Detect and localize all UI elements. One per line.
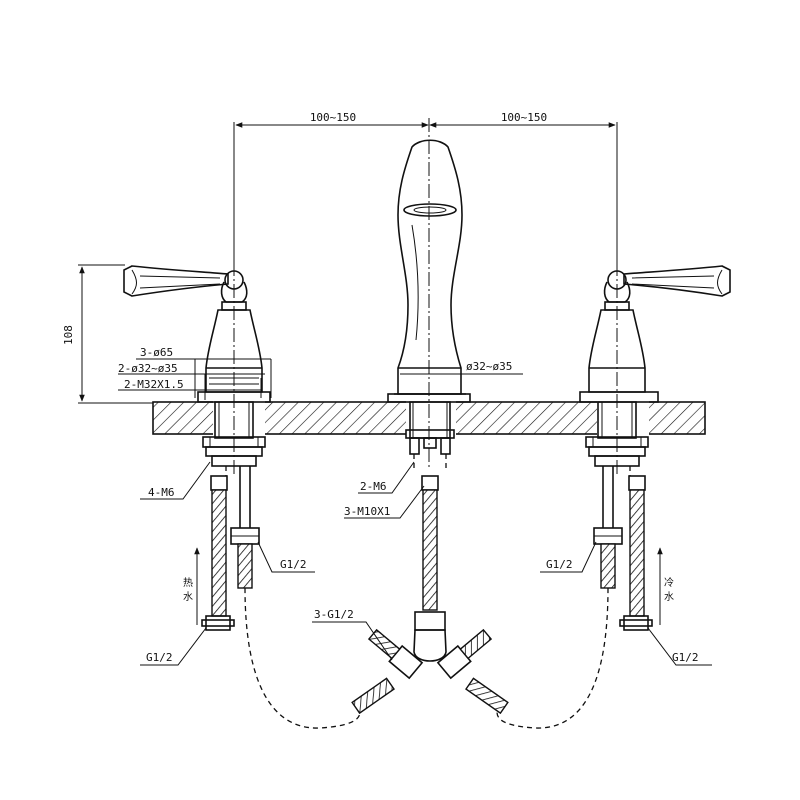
label-3-g12: 3-G1/2 xyxy=(314,608,354,621)
label-4-m6: 4-M6 xyxy=(148,486,175,499)
spout xyxy=(387,139,471,472)
hot-water-indicator: 热 水 xyxy=(183,547,200,625)
left-outlet-pipe xyxy=(230,466,260,589)
cold-water-indicator: 冷 水 xyxy=(657,547,674,625)
right-outlet-pipe xyxy=(593,466,623,589)
right-handle-valve xyxy=(579,265,731,476)
callouts: 4-M6 2-M6 3-M10X1 G1/2 G1/2 G1/2 G1/2 3-… xyxy=(140,461,712,666)
center-hose-tee xyxy=(351,475,509,715)
dim-height-label: 108 xyxy=(62,325,75,345)
cold-char-1: 冷 xyxy=(664,576,674,589)
label-2-d32-35: 2-ø32~ø35 xyxy=(118,362,178,375)
hot-char-2: 水 xyxy=(183,591,193,603)
label-2-m32: 2-M32X1.5 xyxy=(124,378,184,391)
hot-char-1: 热 xyxy=(183,576,193,589)
label-2-m6: 2-M6 xyxy=(360,480,387,493)
dim-right-label: 100~150 xyxy=(501,111,547,124)
label-3-m10: 3-M10X1 xyxy=(344,505,390,518)
height-dimension: 108 xyxy=(62,264,153,404)
left-handle-valve xyxy=(123,265,271,476)
top-dimension: 100~150 100~150 xyxy=(233,111,618,262)
label-3-d65: 3-ø65 xyxy=(140,346,173,359)
right-cold-inlet-hose xyxy=(619,475,653,631)
left-diameter-dims: 3-ø65 2-ø32~ø35 2-M32X1.5 xyxy=(118,346,272,400)
connection-paths xyxy=(244,587,609,729)
dim-left-label: 100~150 xyxy=(310,111,356,124)
label-d32-35: ø32~ø35 xyxy=(466,360,512,373)
label-g12-right-top: G1/2 xyxy=(546,558,573,571)
label-g12-right-bottom: G1/2 xyxy=(672,651,699,664)
label-g12-left-top: G1/2 xyxy=(280,558,307,571)
label-g12-left-bottom: G1/2 xyxy=(146,651,173,664)
cold-char-2: 水 xyxy=(664,591,674,603)
left-hot-inlet-hose xyxy=(201,475,235,631)
